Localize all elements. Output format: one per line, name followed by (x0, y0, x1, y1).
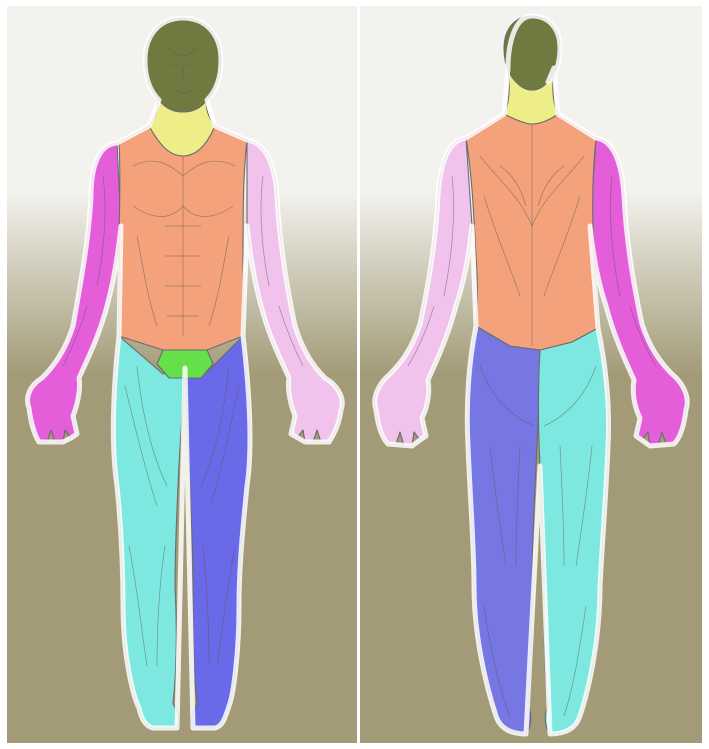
back-view-panel (360, 6, 702, 743)
front-body-figure (7, 6, 357, 743)
front-view-panel (7, 6, 357, 743)
back-body-figure (360, 6, 702, 743)
